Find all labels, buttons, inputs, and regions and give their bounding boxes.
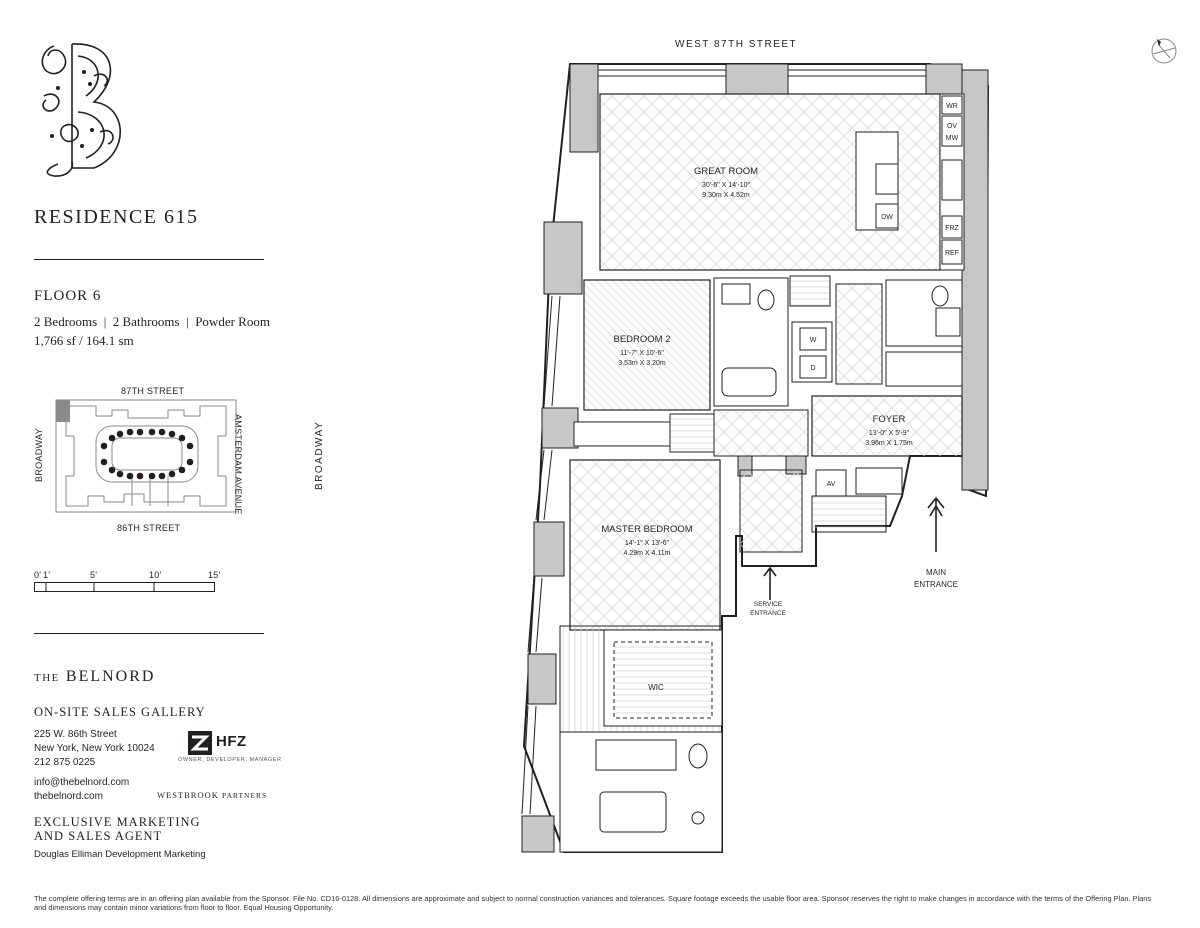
appliance-label: FRZ xyxy=(945,225,959,232)
unit-area: 1,766 sf / 164.1 sm xyxy=(34,333,134,348)
agent-heading: EXCLUSIVE MARKETING AND SALES AGENT xyxy=(34,815,234,843)
kitchen-counter xyxy=(939,93,965,271)
address-line2: New York, New York 10024 xyxy=(34,743,155,754)
street-label-side: BROADWAY xyxy=(314,420,325,490)
street-label-top: WEST 87TH STREET xyxy=(675,39,798,50)
laundry-closet xyxy=(791,321,833,383)
appliance-label: DW xyxy=(881,214,893,221)
scale-tick-15: 15' xyxy=(208,570,221,580)
scale-tick-0: 0' xyxy=(34,570,42,580)
main-entrance-label: ENTRANCE xyxy=(914,580,958,589)
floor-plan: GREAT ROOM 30'-6" X 14'-10" 9.30m X 4.52… xyxy=(521,63,990,853)
hfz-name: HFZ xyxy=(216,733,247,750)
address-line1: 225 W. 86th Street xyxy=(34,729,117,740)
room-label: MASTER BEDROOM xyxy=(601,524,692,535)
room-dim: 3.53m X 3.20m xyxy=(618,360,666,367)
main-entrance-arrow xyxy=(927,496,945,552)
appliance-label: REF xyxy=(945,250,959,257)
powder-room xyxy=(885,279,963,347)
foyer-floor xyxy=(811,395,963,457)
floor-label: FLOOR 6 xyxy=(34,288,102,304)
brand-name: BELNORD xyxy=(65,668,156,685)
service-corridor xyxy=(739,469,803,553)
room-dim: 13'-0" X 5'-9" xyxy=(869,430,910,437)
bathroom-2 xyxy=(713,277,789,407)
room-dim: 14'-1" X 13'-6" xyxy=(625,540,670,547)
service-entrance-arrow xyxy=(763,566,777,600)
room-dim: 4.29m X 4.11m xyxy=(624,550,671,557)
keyplan-north-street: 87TH STREET xyxy=(121,386,185,396)
hfz-tagline: OWNER, DEVELOPER, MANAGER xyxy=(178,757,282,763)
unit-specs: 2 Bedrooms | 2 Bathrooms | Powder Room xyxy=(34,314,270,329)
belnord-monogram-logo xyxy=(41,43,121,177)
keyplan-west-street: BROADWAY xyxy=(34,428,44,482)
room-dim: 30'-6" X 14'-10" xyxy=(702,182,751,189)
key-plan xyxy=(55,399,237,513)
room-dim: 9.30m X 4.52m xyxy=(702,192,750,199)
appliance-label: W xyxy=(810,337,817,344)
service-entrance-label: ENTRANCE xyxy=(750,610,786,617)
hallway xyxy=(713,409,809,457)
westbrook-logo: WESTBROOK PARTNERS xyxy=(157,790,267,800)
appliance-label: WR xyxy=(946,103,958,110)
appliance-label: MW xyxy=(946,135,959,142)
keyplan-south-street: 86TH STREET xyxy=(117,523,181,533)
room-dim: 11'-7" X 10'-6" xyxy=(620,350,664,357)
agent-heading-line1: EXCLUSIVE MARKETING xyxy=(34,815,201,829)
main-entrance-label: MAIN xyxy=(926,568,946,577)
agent-name: Douglas Elliman Development Marketing xyxy=(34,849,206,860)
hfz-logo-mark xyxy=(188,731,212,755)
belnord-wordmark: THE BELNORD xyxy=(34,668,155,686)
brand-the: THE xyxy=(34,672,60,684)
room-label: WIC xyxy=(648,683,664,692)
service-entrance-label: SERVICE xyxy=(754,601,783,608)
scale-bar xyxy=(34,582,215,592)
scale-tick-10: 10' xyxy=(149,570,162,580)
scale-tick-1: 1' xyxy=(43,570,51,580)
website-link[interactable]: thebelnord.com xyxy=(34,791,103,802)
appliance-label: AV xyxy=(827,481,836,488)
room-label: FOYER xyxy=(873,414,906,425)
residence-title: RESIDENCE 615 xyxy=(34,206,199,228)
kitchen-island xyxy=(855,131,899,231)
gallery-corridor xyxy=(835,283,883,385)
north-arrow-icon xyxy=(1151,38,1177,64)
master-bedroom-floor xyxy=(569,459,721,631)
divider xyxy=(34,633,264,634)
email-link[interactable]: info@thebelnord.com xyxy=(34,777,130,788)
bedroom2-floor xyxy=(583,279,711,411)
room-dim: 3.96m X 1.75m xyxy=(865,440,913,447)
appliance-label: OV xyxy=(947,123,957,130)
legal-disclaimer: The complete offering terms are in an of… xyxy=(34,894,1152,912)
westbrook-suffix: PARTNERS xyxy=(222,791,268,800)
phone-number[interactable]: 212 875 0225 xyxy=(34,757,96,768)
divider xyxy=(34,259,264,260)
room-label: GREAT ROOM xyxy=(694,166,758,177)
scale-tick-5: 5' xyxy=(90,570,98,580)
westbrook-name: WESTBROOK xyxy=(157,790,219,800)
sales-gallery-heading: ON-SITE SALES GALLERY xyxy=(34,705,206,719)
room-label: BEDROOM 2 xyxy=(613,334,670,345)
appliance-label: D xyxy=(810,365,815,372)
agent-heading-line2: AND SALES AGENT xyxy=(34,829,163,843)
